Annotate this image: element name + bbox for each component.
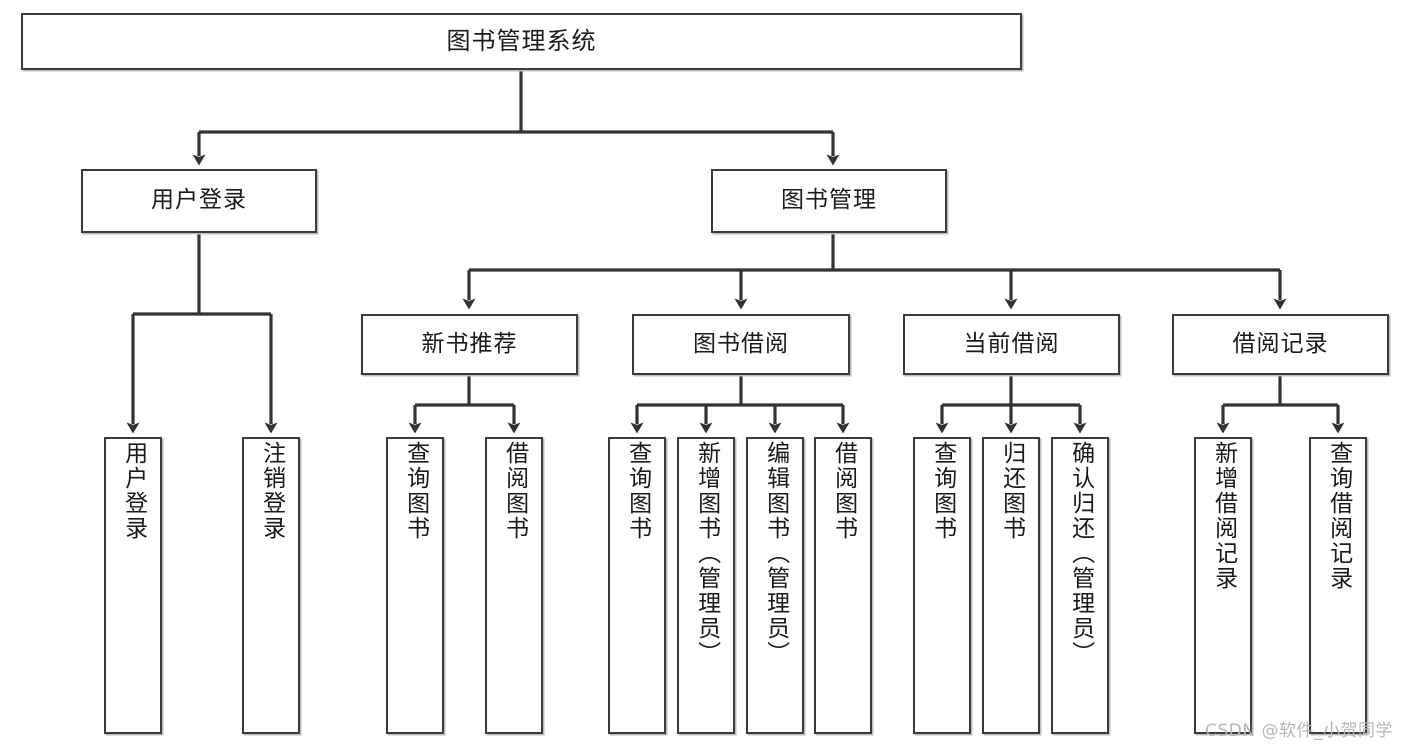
- node-leaf-query-book-1-label: 查询图书: [402, 441, 429, 541]
- node-root-label: 图书管理系统: [446, 27, 597, 56]
- node-leaf-borrow-book-1[interactable]: 借阅图书: [485, 437, 543, 734]
- node-user-login[interactable]: 用户登录: [81, 169, 317, 233]
- node-book-management[interactable]: 图书管理: [711, 169, 947, 233]
- node-leaf-logout-login-label: 注销登录: [258, 441, 285, 541]
- node-leaf-query-book-3[interactable]: 查询图书: [913, 437, 971, 734]
- node-leaf-logout-login[interactable]: 注销登录: [242, 437, 300, 734]
- node-leaf-add-book-label: 新增图书（管理员）: [693, 441, 720, 666]
- node-book-borrow-label: 图书借阅: [693, 330, 789, 357]
- node-book-borrow[interactable]: 图书借阅: [632, 314, 850, 375]
- node-leaf-edit-book-label: 编辑图书（管理员）: [762, 441, 789, 666]
- node-book-management-label: 图书管理: [781, 187, 877, 214]
- node-leaf-query-book-2[interactable]: 查询图书: [608, 437, 666, 734]
- node-leaf-edit-book[interactable]: 编辑图书（管理员）: [746, 437, 804, 734]
- node-leaf-add-book[interactable]: 新增图书（管理员）: [677, 437, 735, 734]
- node-leaf-user-login[interactable]: 用户登录: [104, 437, 162, 734]
- node-current-borrow-label: 当前借阅: [963, 330, 1060, 357]
- node-leaf-query-book-2-label: 查询图书: [624, 441, 651, 541]
- node-leaf-add-borrow-record-label: 新增借阅记录: [1210, 441, 1237, 591]
- node-leaf-add-borrow-record[interactable]: 新增借阅记录: [1194, 437, 1252, 734]
- node-leaf-return-book-label: 归还图书: [998, 441, 1025, 541]
- node-root-system[interactable]: 图书管理系统: [21, 13, 1022, 70]
- node-leaf-confirm-return-label: 确认归还（管理员）: [1067, 441, 1094, 666]
- node-new-book-recommend-label: 新书推荐: [421, 330, 518, 357]
- node-leaf-borrow-book-2[interactable]: 借阅图书: [814, 437, 872, 734]
- watermark-text: CSDN @软件_小贺同学: [1205, 721, 1393, 741]
- node-borrow-record[interactable]: 借阅记录: [1172, 314, 1389, 375]
- node-leaf-query-borrow-record-label: 查询借阅记录: [1325, 441, 1352, 591]
- node-leaf-query-borrow-record[interactable]: 查询借阅记录: [1309, 437, 1367, 734]
- node-leaf-query-book-1[interactable]: 查询图书: [386, 437, 444, 734]
- node-borrow-record-label: 借阅记录: [1232, 330, 1329, 357]
- node-leaf-user-login-label: 用户登录: [120, 441, 147, 541]
- node-user-login-label: 用户登录: [151, 187, 247, 214]
- node-leaf-query-book-3-label: 查询图书: [929, 441, 956, 541]
- node-new-book-recommend[interactable]: 新书推荐: [361, 314, 578, 375]
- node-leaf-confirm-return[interactable]: 确认归还（管理员）: [1051, 437, 1109, 734]
- node-leaf-borrow-book-1-label: 借阅图书: [501, 441, 528, 541]
- node-leaf-borrow-book-2-label: 借阅图书: [830, 441, 857, 541]
- node-leaf-return-book[interactable]: 归还图书: [982, 437, 1040, 734]
- node-current-borrow[interactable]: 当前借阅: [903, 314, 1120, 375]
